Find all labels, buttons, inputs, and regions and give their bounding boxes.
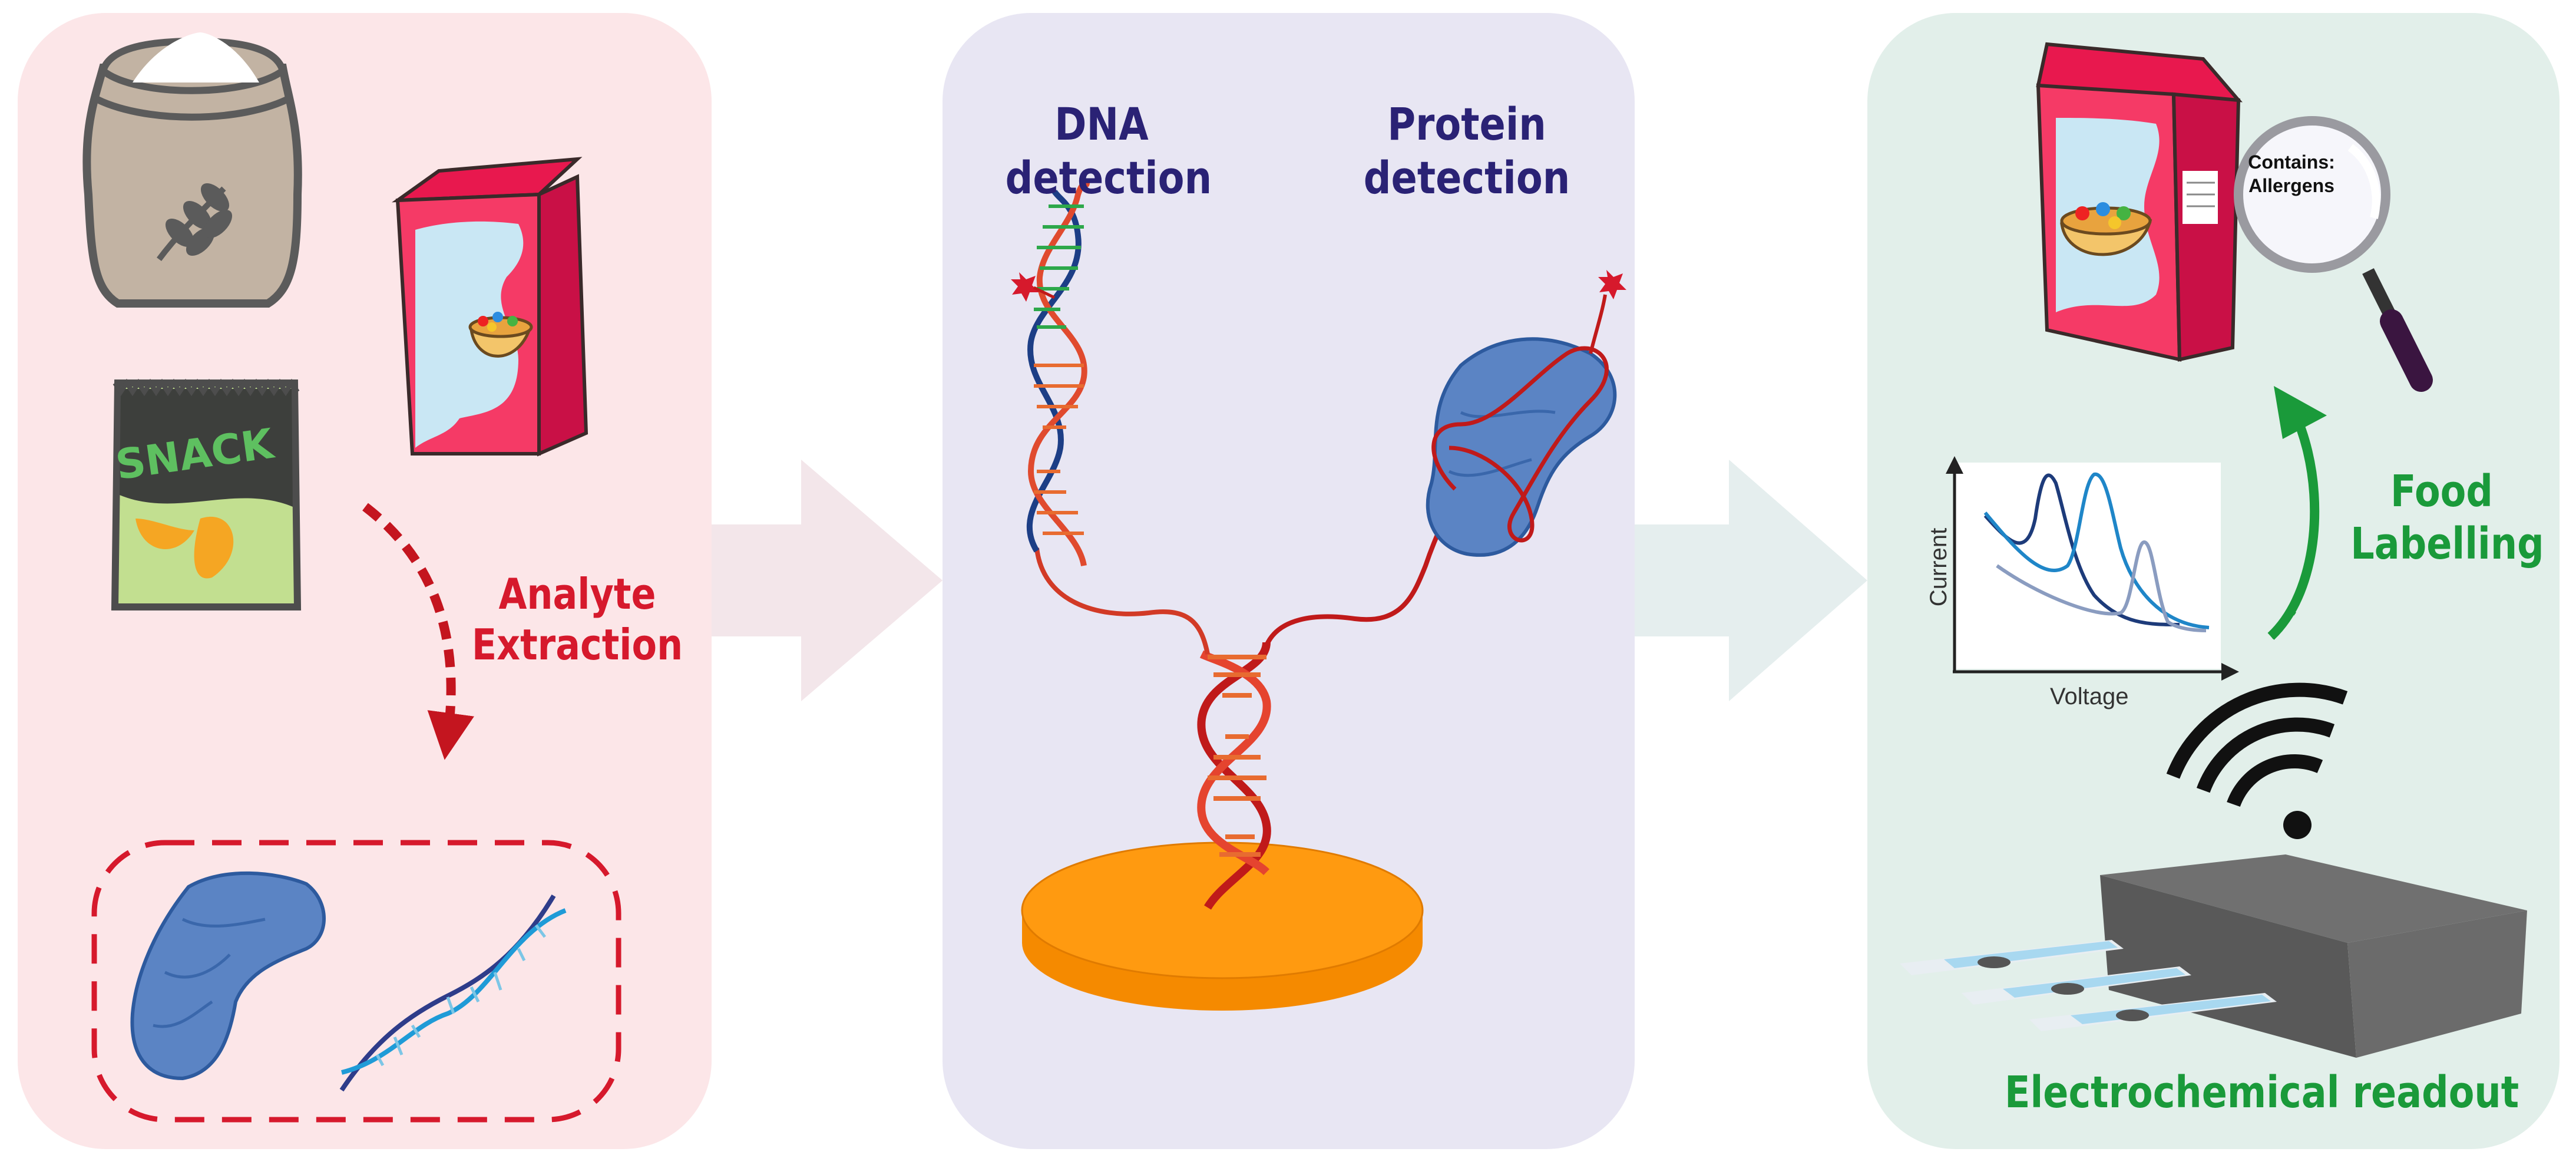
food-labelling-arrow <box>2267 410 2320 640</box>
snack-bag-icon: SNACK <box>111 378 302 610</box>
y-axis-label: Current <box>1926 527 1952 607</box>
x-axis-label: Voltage <box>2050 684 2129 709</box>
food-labelling-arrowhead <box>2274 386 2327 439</box>
dna-redox-tag-icon <box>1011 272 1056 302</box>
test-strips-icon <box>1900 940 2277 1031</box>
electrochemical-reader-icon <box>2100 854 2527 1058</box>
protein-detection-label: Protein detection <box>1363 98 1570 204</box>
voltammogram-trace-3 <box>1996 540 2207 632</box>
dna-probe-helix <box>1026 181 1090 567</box>
flow-arrow-1 <box>712 460 943 701</box>
cereal-box-right-icon <box>2036 42 2243 362</box>
voltammogram-trace-2 <box>1983 472 2210 629</box>
dna-helix-icon <box>339 894 567 1092</box>
dna-detection-label: DNA detection <box>1005 98 1212 204</box>
magnifying-glass-icon <box>2234 116 2433 392</box>
voltammogram-chart <box>1946 456 2239 681</box>
electrode-disc <box>1021 841 1424 1011</box>
wifi-icon <box>2166 682 2348 839</box>
flow-arrow-2 <box>1635 460 1867 701</box>
allergen-label-text: Contains: Allergens <box>2248 151 2335 196</box>
cereal-box-icon <box>392 157 588 457</box>
analyte-extraction-label: Analyte Extraction <box>471 569 683 670</box>
protein-icon <box>130 871 326 1081</box>
extracted-analytes-box <box>91 840 621 1123</box>
target-protein-icon <box>1426 294 1617 557</box>
central-dna-helix <box>1197 642 1271 910</box>
flour-sack-icon <box>82 32 302 308</box>
food-labelling-label: Food Labelling <box>2350 466 2544 569</box>
electrochemical-readout-label: Electrochemical readout <box>2005 1067 2519 1118</box>
extraction-arrow <box>362 503 474 760</box>
dna-linker <box>1034 547 1210 655</box>
protein-redox-tag-icon <box>1598 270 1626 299</box>
